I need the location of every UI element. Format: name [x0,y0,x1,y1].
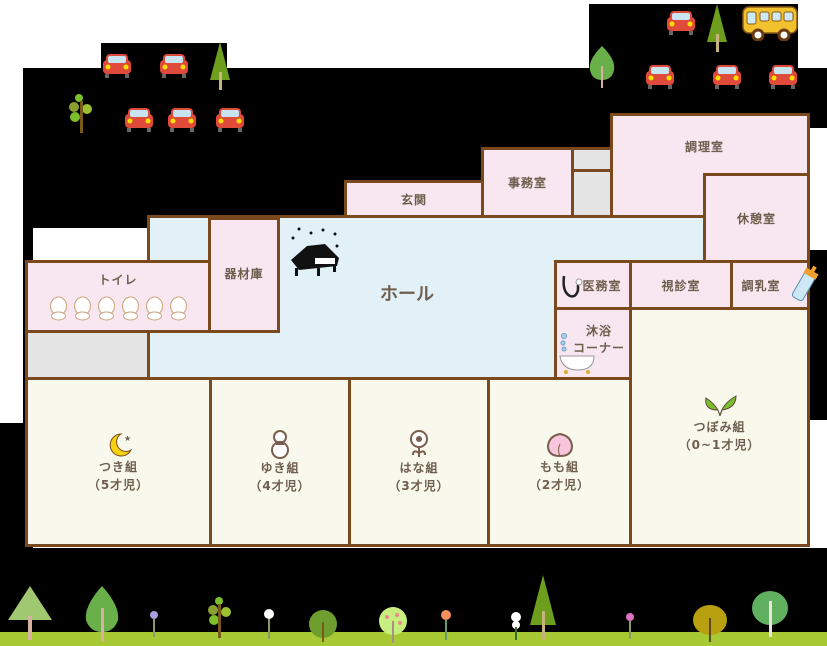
toilet-icons [49,296,188,324]
peach-icon [546,432,573,458]
class-name: つぼみ組 [693,420,746,434]
entrance-label: 玄関 [400,192,427,207]
flower-icon [410,430,428,457]
stethoscope-icon [562,275,583,298]
car-icon [713,65,741,89]
tree-icon [8,586,52,640]
ground-area [0,548,827,646]
svg-text:★: ★ [124,434,132,443]
car-icon [103,54,131,78]
car-icon [125,108,153,132]
tree-icon [309,610,337,642]
tree-icon [208,597,231,638]
tree-icon [69,94,92,133]
piano-icon [291,227,339,276]
class-name: ゆき組 [260,461,300,475]
exam-label: 視診室 [661,278,701,293]
class-name: つき組 [98,460,138,474]
bus-icon [742,6,798,41]
toilet-room[interactable]: トイレ [25,260,211,333]
class-age: （2才児） [528,478,591,492]
classroom-momo[interactable]: もも組 （2才児） [487,377,632,547]
tree-icon [379,607,407,643]
break-room-label: 休憩室 [736,211,776,226]
class-age: （5才児） [87,478,150,492]
break-room[interactable]: 休憩室 [703,173,810,263]
car-icon [667,11,695,35]
tree-icon [693,605,727,642]
bath-label-line1: 沐浴 [585,324,612,338]
baby-bottle-icon [791,265,819,302]
classroom-hana[interactable]: はな組 （3才児） [348,377,490,547]
toilet-label: トイレ [98,273,138,287]
tree-icon [530,575,556,639]
bathtub-icon [559,333,595,374]
side-right [805,250,827,420]
office-label: 事務室 [507,176,547,190]
flower-small-icon [264,609,274,639]
class-name: もも組 [539,460,579,474]
car-icon [160,54,188,78]
hall-label: ホール [380,284,434,305]
toilet-icon [49,296,67,321]
tree-icon [752,591,788,637]
class-name: はな組 [399,461,439,475]
storage-room[interactable]: 器材庫 [208,217,280,333]
car-icon [769,65,797,89]
flower-small-icon [441,610,451,640]
class-age: （3才児） [388,479,450,493]
flower-small-icon [511,612,521,640]
hall-upper [277,215,706,265]
utility-room-left [25,330,150,380]
utility-room-lower [571,169,613,218]
exam-room[interactable]: 視診室 [629,260,733,310]
classroom-tsubomi[interactable]: つぼみ組 （0~1才児） [629,307,810,547]
formula-label: 調乳室 [741,278,781,293]
flower-small-icon [150,611,158,637]
car-icon [168,108,196,132]
tree-icon [707,4,727,52]
snowman-icon [271,430,289,459]
medical-label: 医務室 [582,278,622,293]
entrance-room[interactable]: 玄関 [344,180,484,218]
classroom-tsuki[interactable]: ★ つき組 （5才児） [25,377,212,547]
tree-icon [210,42,230,90]
toilet-icon [121,296,139,321]
toilet-icon [97,296,115,321]
toilet-icon [145,296,163,321]
toilet-icon [169,296,187,321]
office-room[interactable]: 事務室 [481,147,574,218]
sprout-icon [704,395,737,417]
storage-label: 器材庫 [224,267,264,281]
kitchen-label: 調理室 [685,140,725,154]
class-age: （0~1才児） [678,438,761,452]
tree-icon [85,586,119,642]
moon-icon: ★ [109,433,132,457]
classroom-yuki[interactable]: ゆき組 （4才児） [209,377,351,547]
toilet-icon [73,296,91,321]
car-icon [216,108,244,132]
bath-label-line2: コーナー [572,341,625,355]
formula-room[interactable]: 調乳室 [730,260,810,310]
car-icon [646,65,674,89]
flower-small-icon [626,613,634,639]
class-age: （4才児） [249,479,311,493]
tree-icon [589,46,615,88]
grass-strip [0,632,827,646]
